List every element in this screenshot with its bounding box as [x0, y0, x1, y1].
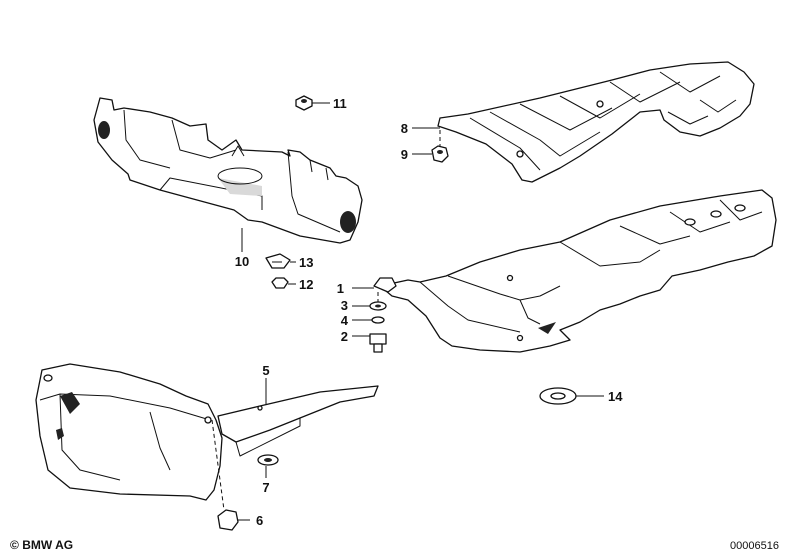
part-2-bolt[interactable]	[352, 333, 387, 353]
part-lower-left-cover[interactable]	[35, 363, 223, 501]
part-7-grommet[interactable]	[257, 454, 279, 478]
callout-11: 11	[333, 96, 347, 111]
part-6-plug[interactable]	[211, 419, 250, 531]
part-11-nut[interactable]	[295, 95, 330, 111]
callout-4: 4	[341, 313, 349, 328]
callout-1: 1	[337, 281, 344, 296]
callout-5: 5	[262, 363, 269, 378]
part-4-spring-washer[interactable]	[352, 316, 385, 324]
part-9-grommet[interactable]	[412, 130, 449, 163]
copyright-text: BMW AG	[22, 538, 74, 552]
callout-13: 13	[299, 255, 313, 270]
callout-14: 14	[608, 389, 623, 404]
part-5-underbody-strip[interactable]	[217, 378, 379, 457]
callout-2: 2	[341, 329, 348, 344]
part-10-front-shield[interactable]	[93, 97, 363, 244]
callout-10: 10	[235, 254, 249, 269]
copyright-symbol: ©	[10, 538, 19, 552]
part-13-clip-nut[interactable]	[265, 253, 296, 269]
callout-9: 9	[401, 147, 408, 162]
callout-7: 7	[262, 480, 269, 495]
callout-6: 6	[256, 513, 263, 528]
callout-3: 3	[341, 298, 348, 313]
part-12-screw[interactable]	[271, 277, 296, 289]
callout-8: 8	[401, 121, 408, 136]
part-8-rear-heat-shield[interactable]	[412, 61, 755, 183]
document-number: 00006516	[730, 540, 779, 552]
copyright-notice: © BMW AG	[10, 538, 73, 552]
part-1-bracket[interactable]	[352, 277, 397, 293]
part-3-washer[interactable]	[352, 301, 387, 311]
callout-12: 12	[299, 277, 313, 292]
part-central-heat-shield[interactable]	[379, 189, 777, 353]
part-14-round-cover[interactable]	[539, 387, 604, 405]
